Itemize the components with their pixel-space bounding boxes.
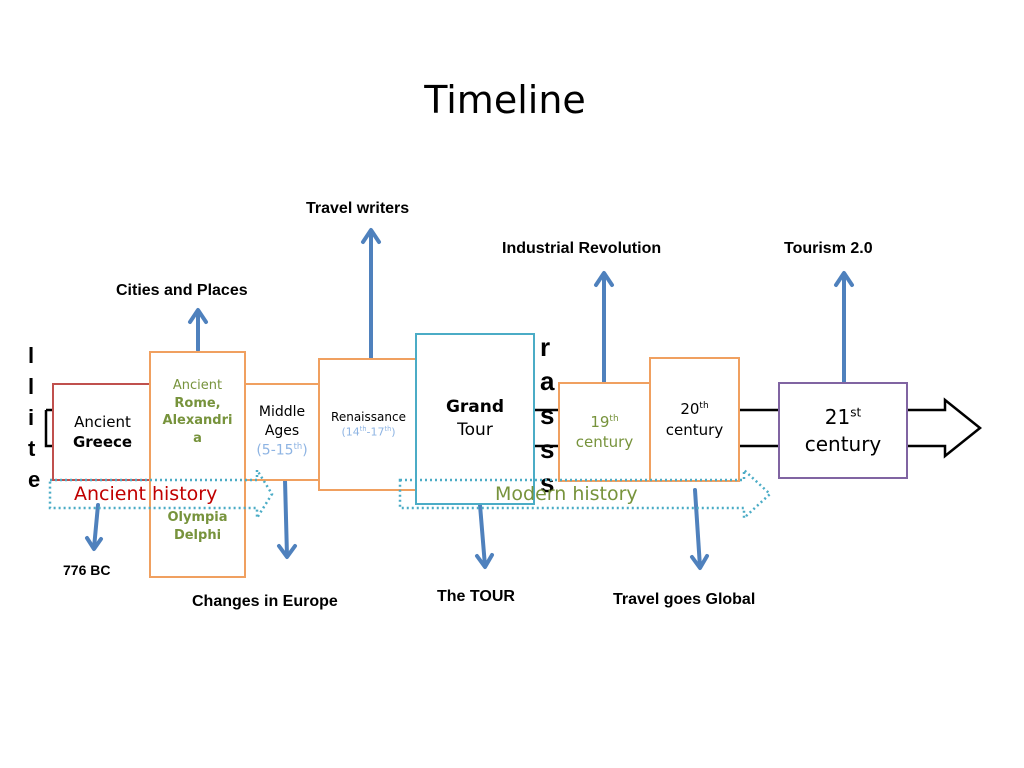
arrow-776bc	[85, 503, 103, 551]
era-arrow-ancient	[48, 465, 274, 523]
page-title: Timeline	[424, 78, 586, 122]
box-middle-ages: Middle Ages (5-15th)	[244, 383, 320, 481]
label-travel-writers: Travel writers	[306, 200, 410, 217]
label-776bc: 776 BC	[63, 562, 111, 578]
box-ancient-rome: Ancient Rome, Alexandri a Olympia Delphi	[149, 351, 246, 578]
label-changes-europe: Changes in Europe	[192, 593, 338, 610]
arrow-the-tour	[475, 503, 494, 569]
label-travel-global: Travel goes Global	[613, 591, 756, 608]
label-cities-places: Cities and Places	[116, 282, 248, 299]
box-20th-century: 20th century	[649, 357, 740, 482]
arrow-cities-places	[188, 308, 208, 352]
box-grand-tour: Grand Tour	[415, 333, 535, 505]
label-the-tour: The TOUR	[437, 588, 515, 605]
arrow-changes-europe	[277, 478, 297, 559]
arrow-travel-global	[690, 488, 709, 570]
box-21st-century: 21st century	[778, 382, 908, 479]
arrow-tourism	[834, 271, 854, 384]
era-modern-label: Modern history	[495, 483, 638, 505]
box-19th-century: 19th century	[558, 382, 651, 482]
label-tourism: Tourism 2.0	[784, 240, 873, 257]
label-industrial-revolution: Industrial Revolution	[502, 240, 662, 257]
arrow-travel-writers	[361, 228, 381, 360]
era-arrow-modern	[398, 467, 772, 521]
arrow-industrial-revolution	[594, 271, 614, 384]
era-ancient-label: Ancient history	[74, 483, 218, 505]
